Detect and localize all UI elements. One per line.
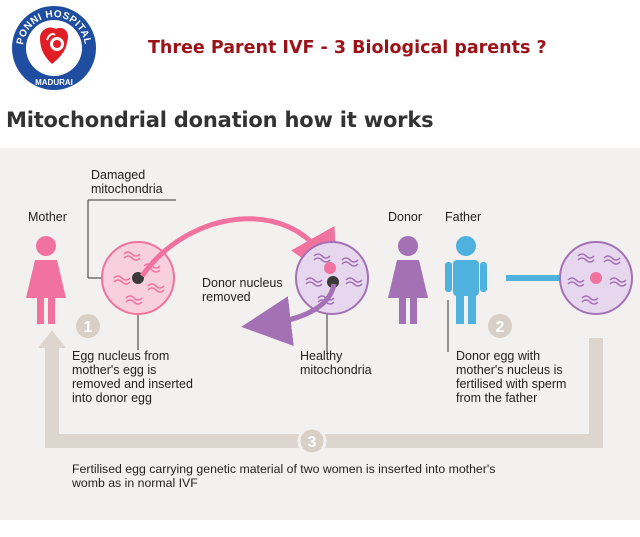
mother-label: Mother — [28, 210, 67, 224]
mother-figure — [26, 236, 66, 324]
healthy-line-1: Healthy — [300, 349, 372, 363]
step-2-badge: 2 — [488, 314, 512, 338]
damaged-mitochondria-label: Damaged mitochondria — [91, 168, 163, 196]
step-1-line: into donor egg — [72, 391, 193, 405]
damaged-line-2: mitochondria — [91, 182, 163, 196]
donor-figure — [388, 236, 428, 324]
return-arrowhead — [38, 330, 66, 348]
step-3-number: 3 — [308, 434, 317, 451]
logo-bottom-text: MADURAI — [35, 78, 73, 87]
father-figure — [445, 236, 487, 324]
hospital-logo: PONNI HOSPITAL MADURAI — [10, 4, 98, 92]
fertilised-egg — [560, 242, 632, 314]
step-2-number: 2 — [496, 319, 505, 336]
step-1-line: removed and inserted — [72, 377, 193, 391]
removed-line-2: removed — [202, 290, 283, 304]
page-title: Three Parent IVF - 3 Biological parents … — [148, 38, 547, 58]
donor-label: Donor — [388, 210, 422, 224]
step-2-line: fertilised with sperm — [456, 377, 566, 391]
step-3-text: Fertilised egg carrying genetic material… — [72, 462, 495, 490]
diagram-panel: 1 2 3 Mother Donor Father Damaged mitoch… — [0, 148, 640, 520]
donor-egg — [296, 242, 368, 314]
father-label: Father — [445, 210, 481, 224]
step-2-line: from the father — [456, 391, 566, 405]
donor-nucleus-removed-label: Donor nucleus removed — [202, 276, 283, 304]
header: PONNI HOSPITAL MADURAI Three Parent IVF … — [0, 0, 640, 100]
step-3-line: womb as in normal IVF — [72, 476, 495, 490]
healthy-line-2: mitochondria — [300, 363, 372, 377]
damaged-line-1: Damaged — [91, 168, 163, 182]
step-2-text: Donor egg with mother's nucleus is ferti… — [456, 349, 566, 405]
diagram-title: Mitochondrial donation how it works — [6, 108, 433, 132]
step-1-line: Egg nucleus from — [72, 349, 193, 363]
step-1-text: Egg nucleus from mother's egg is removed… — [72, 349, 193, 405]
step-2-line: Donor egg with — [456, 349, 566, 363]
step-3-badge: 3 — [299, 428, 325, 454]
step-3-line: Fertilised egg carrying genetic material… — [72, 462, 495, 476]
step-2-line: mother's nucleus is — [456, 363, 566, 377]
healthy-mitochondria-label: Healthy mitochondria — [300, 349, 372, 377]
removed-donor-nucleus — [249, 320, 259, 330]
step-1-number: 1 — [84, 319, 93, 336]
step-1-line: mother's egg is — [72, 363, 193, 377]
removed-line-1: Donor nucleus — [202, 276, 283, 290]
step-1-badge: 1 — [76, 314, 100, 338]
